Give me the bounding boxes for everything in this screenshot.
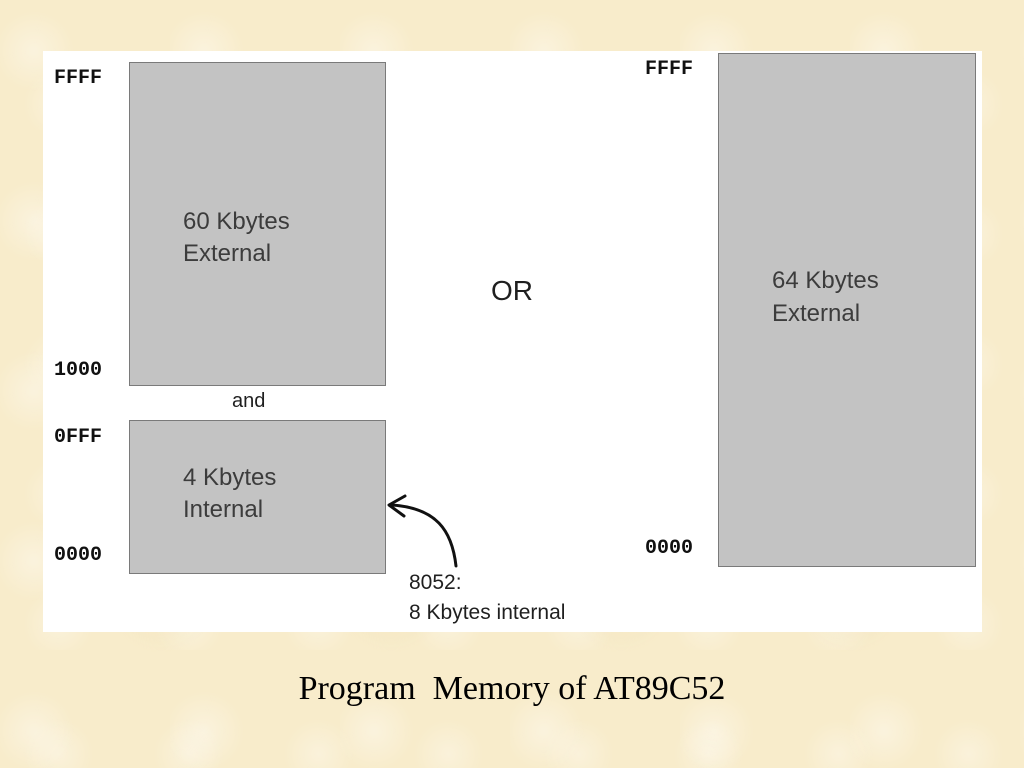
- external-60k-label-line1: 60 Kbytes: [183, 208, 290, 235]
- internal-4k-label-line2: Internal: [183, 496, 264, 523]
- or-separator-label: OR: [491, 275, 533, 306]
- left-lower-bottom-address: 0000: [54, 544, 103, 567]
- left-upper-bottom-address: 1000: [54, 359, 103, 382]
- note-8052-line2: 8 Kbytes internal: [409, 601, 566, 624]
- external-60k-block: [129, 62, 386, 386]
- right-top-address: FFFF: [645, 58, 694, 81]
- note-8052-line1: 8052:: [409, 571, 462, 594]
- external-60k-label-line2: External: [183, 240, 272, 267]
- external-64k-block: [718, 53, 976, 567]
- internal-4k-label-line1: 4 Kbytes: [183, 464, 277, 491]
- right-bottom-address: 0000: [645, 537, 694, 560]
- slide-caption: Program Memory of AT89C52: [298, 670, 726, 707]
- internal-4k-block: [129, 420, 386, 574]
- external-64k-label-line2: External: [772, 300, 861, 327]
- and-connector-label: and: [232, 390, 266, 412]
- left-lower-top-address: 0FFF: [54, 426, 103, 449]
- left-upper-top-address: FFFF: [54, 67, 103, 90]
- external-64k-label-line1: 64 Kbytes: [772, 267, 879, 294]
